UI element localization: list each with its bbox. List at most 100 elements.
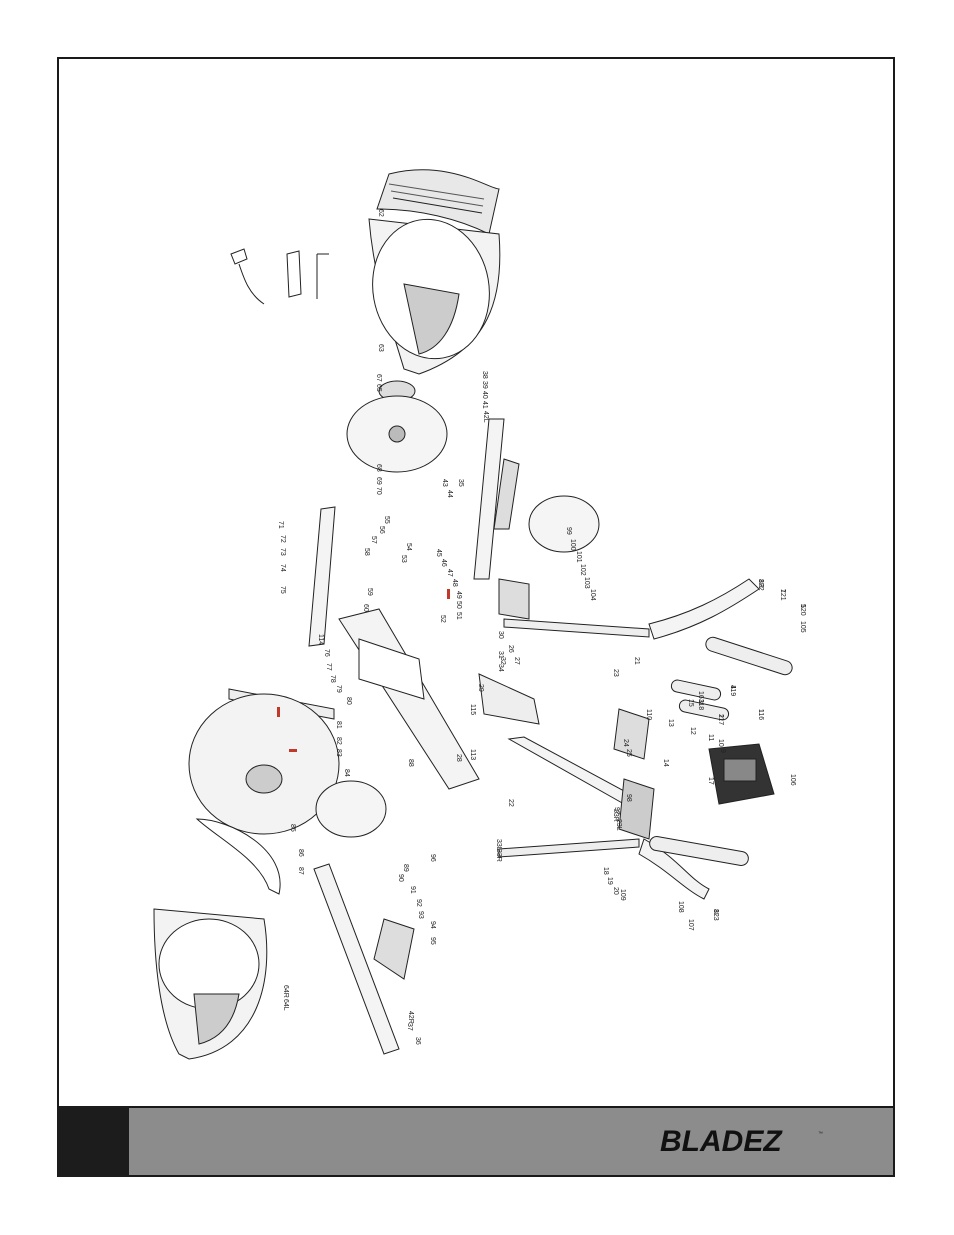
part-label: 90 <box>397 874 404 882</box>
part-label: 70 <box>375 487 382 495</box>
column-cover <box>613 708 650 760</box>
part-label: 33R <box>495 849 502 862</box>
part-label: 119 <box>729 685 736 696</box>
part-label: 77 <box>325 663 332 671</box>
part-label: 50 <box>455 601 462 609</box>
part-label: 91 <box>409 886 416 894</box>
part-label: 86 <box>297 849 304 857</box>
part-label: 107 <box>687 919 694 931</box>
part-label: 23R <box>612 809 619 822</box>
part-label: 84 <box>343 769 350 777</box>
part-label: 59 <box>366 588 373 596</box>
seat-rail <box>313 863 400 1055</box>
part-label: 82 <box>335 737 342 745</box>
lower-disc <box>315 780 387 838</box>
grip-2 <box>670 679 722 701</box>
part-label: 65 <box>375 384 382 392</box>
part-label: 110 <box>645 709 652 720</box>
part-label: 2 <box>717 714 724 718</box>
part-label: 24 <box>622 739 629 747</box>
part-label: 83 <box>335 749 342 757</box>
part-label: 9 <box>719 749 726 753</box>
part-label: 72 <box>279 535 286 543</box>
part-label: 121 <box>779 589 786 601</box>
wrench-icon <box>286 250 302 298</box>
part-label: 23L <box>615 819 622 831</box>
part-label: 33L <box>495 839 502 851</box>
part-label: 35 <box>457 479 464 487</box>
part-label: 58 <box>363 548 370 556</box>
part-label: 120 <box>799 604 806 616</box>
part-label: 73 <box>279 548 286 556</box>
part-label: 42R <box>407 1011 414 1024</box>
bolt-red-3 <box>289 749 297 752</box>
part-label: 60 <box>362 604 369 612</box>
part-label: 81 <box>335 721 342 729</box>
part-label: 104 <box>589 589 596 601</box>
part-label: 45 <box>435 549 442 557</box>
part-label: 89 <box>402 864 409 872</box>
part-label: 37 <box>406 1023 413 1031</box>
part-label: 55 <box>383 516 390 524</box>
part-label: 23 <box>612 669 619 677</box>
part-label: 106 <box>789 774 796 786</box>
part-label: 46 <box>440 559 447 567</box>
part-label: 13 <box>667 719 674 727</box>
part-label: 3 <box>697 699 704 703</box>
part-label: 21 <box>633 657 640 665</box>
part-label: 75 <box>279 586 286 594</box>
part-label: 8R <box>757 579 764 588</box>
handlebar-post-upper <box>503 618 650 638</box>
part-label: 68 <box>375 464 382 472</box>
part-label: 17 <box>707 777 714 785</box>
part-label: 11 <box>707 734 714 741</box>
part-label: 88 <box>407 759 414 767</box>
part-label: 74 <box>279 564 286 572</box>
part-label: 100 <box>569 539 576 551</box>
part-label: 105 <box>799 621 806 633</box>
grip-4 <box>649 836 749 866</box>
part-label: 18 <box>602 867 609 875</box>
part-label: 101 <box>575 551 582 563</box>
part-label: 39 <box>481 381 488 389</box>
fan-wheel <box>528 495 600 553</box>
part-label: 56 <box>378 526 385 534</box>
part-label: 102 <box>579 564 586 576</box>
part-label: 123 <box>712 909 719 921</box>
part-label: 71 <box>277 521 284 529</box>
part-label: 114 <box>317 634 324 645</box>
rear-shroud-top <box>376 169 500 235</box>
part-label: 1 <box>757 709 764 713</box>
part-label: 95 <box>429 937 436 945</box>
part-label: 49 <box>455 591 462 599</box>
part-label: 15 <box>687 699 694 707</box>
part-label: 43 <box>441 479 448 487</box>
grip-1 <box>705 636 793 676</box>
part-label: 117 <box>717 714 724 725</box>
part-label: 115 <box>469 704 476 715</box>
part-label: 34 <box>497 664 504 672</box>
part-label: 122 <box>757 579 764 591</box>
flywheel <box>188 693 340 835</box>
part-label: 52 <box>439 615 446 623</box>
part-label: 85 <box>289 824 296 832</box>
part-label: 25 <box>625 749 632 757</box>
part-label: 38 <box>481 371 488 379</box>
drive-belt <box>195 818 281 895</box>
part-label: 12 <box>689 727 696 735</box>
diagram-svg: 1234578R8L910111213141516171819202122232… <box>153 169 806 1060</box>
part-label: 29 <box>477 684 484 692</box>
part-label: 47 <box>446 569 453 577</box>
part-label: 78 <box>329 675 336 683</box>
part-label: 113 <box>469 749 476 760</box>
column-shroud <box>618 778 655 840</box>
part-label: 108 <box>677 901 684 913</box>
part-label: 32 <box>499 657 506 665</box>
part-label: 63 <box>377 344 384 352</box>
part-label: 118 <box>697 699 704 710</box>
part-label: 36 <box>414 1037 421 1045</box>
part-label: 87 <box>297 867 304 875</box>
handle-arm-lower <box>638 838 710 900</box>
part-label: 109 <box>619 889 626 901</box>
part-label: 103 <box>583 577 590 589</box>
